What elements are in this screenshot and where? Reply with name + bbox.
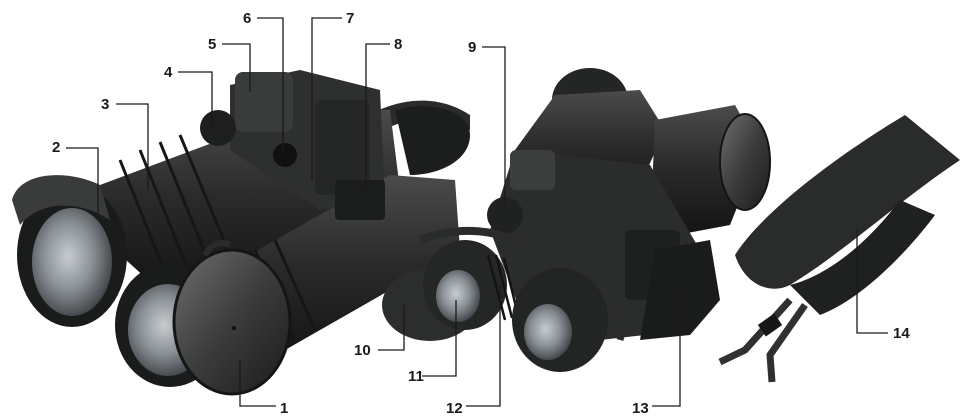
callout-9: 9 (468, 39, 477, 56)
lens-cover (172, 248, 292, 396)
callout-11: 11 (408, 368, 424, 385)
eyepiece-left-rear (395, 106, 470, 175)
side-strap (581, 213, 627, 341)
eyepiece-2-glass (524, 304, 572, 360)
leader-line-10 (378, 305, 405, 351)
leader-line-4 (178, 71, 213, 130)
callout-3: 3 (101, 96, 110, 113)
focus-ribs-upper (118, 134, 232, 286)
leader-line-6 (257, 17, 284, 155)
leader-line-5 (222, 43, 251, 92)
lens-cover-center (232, 326, 236, 330)
leader-line-11 (422, 300, 457, 377)
callout-12: 12 (446, 400, 463, 417)
strap-band (735, 115, 960, 289)
leader-line-8 (365, 43, 390, 190)
ir-illuminator-knob (200, 110, 236, 146)
callout-7: 7 (346, 10, 355, 27)
callout-1: 1 (280, 400, 289, 417)
strap-webbing-1 (718, 297, 793, 366)
leader-line-3 (116, 103, 149, 190)
binocular-left (12, 70, 470, 396)
leader-line-9 (482, 46, 506, 205)
neck-strap-item (718, 115, 960, 383)
eyepiece-glass (436, 270, 480, 322)
callout-10: 10 (354, 342, 371, 359)
strap-webbing-2 (766, 302, 808, 383)
callout-14: 14 (893, 325, 910, 342)
callout-5: 5 (208, 36, 217, 53)
leader-line-14 (856, 230, 888, 334)
callout-13: 13 (632, 400, 649, 417)
binocular-right (382, 68, 771, 372)
leader-line-1 (239, 360, 276, 407)
leader-line-7 (311, 17, 342, 180)
ir-panel (510, 150, 555, 190)
mount-block (335, 180, 385, 220)
callout-8: 8 (394, 36, 403, 53)
battery-housing-box (235, 72, 293, 132)
callout-leaders (66, 17, 888, 407)
leader-line-12 (466, 285, 501, 407)
leader-line-2 (66, 147, 99, 215)
side-panel (315, 100, 370, 195)
callout-2: 2 (52, 139, 61, 156)
lens-cap-upper (12, 175, 110, 225)
strap-buckle (757, 313, 783, 337)
lens-cap-right (719, 113, 771, 211)
power-knob (273, 143, 297, 167)
cover-tether (202, 240, 232, 257)
callout-4: 4 (164, 64, 173, 81)
strap-lower (790, 200, 935, 315)
objective-lens-upper-glass (32, 208, 112, 316)
callout-6: 6 (243, 10, 252, 27)
leader-line-13 (652, 290, 681, 407)
head-strap (418, 227, 523, 249)
ir-knob (487, 197, 523, 233)
